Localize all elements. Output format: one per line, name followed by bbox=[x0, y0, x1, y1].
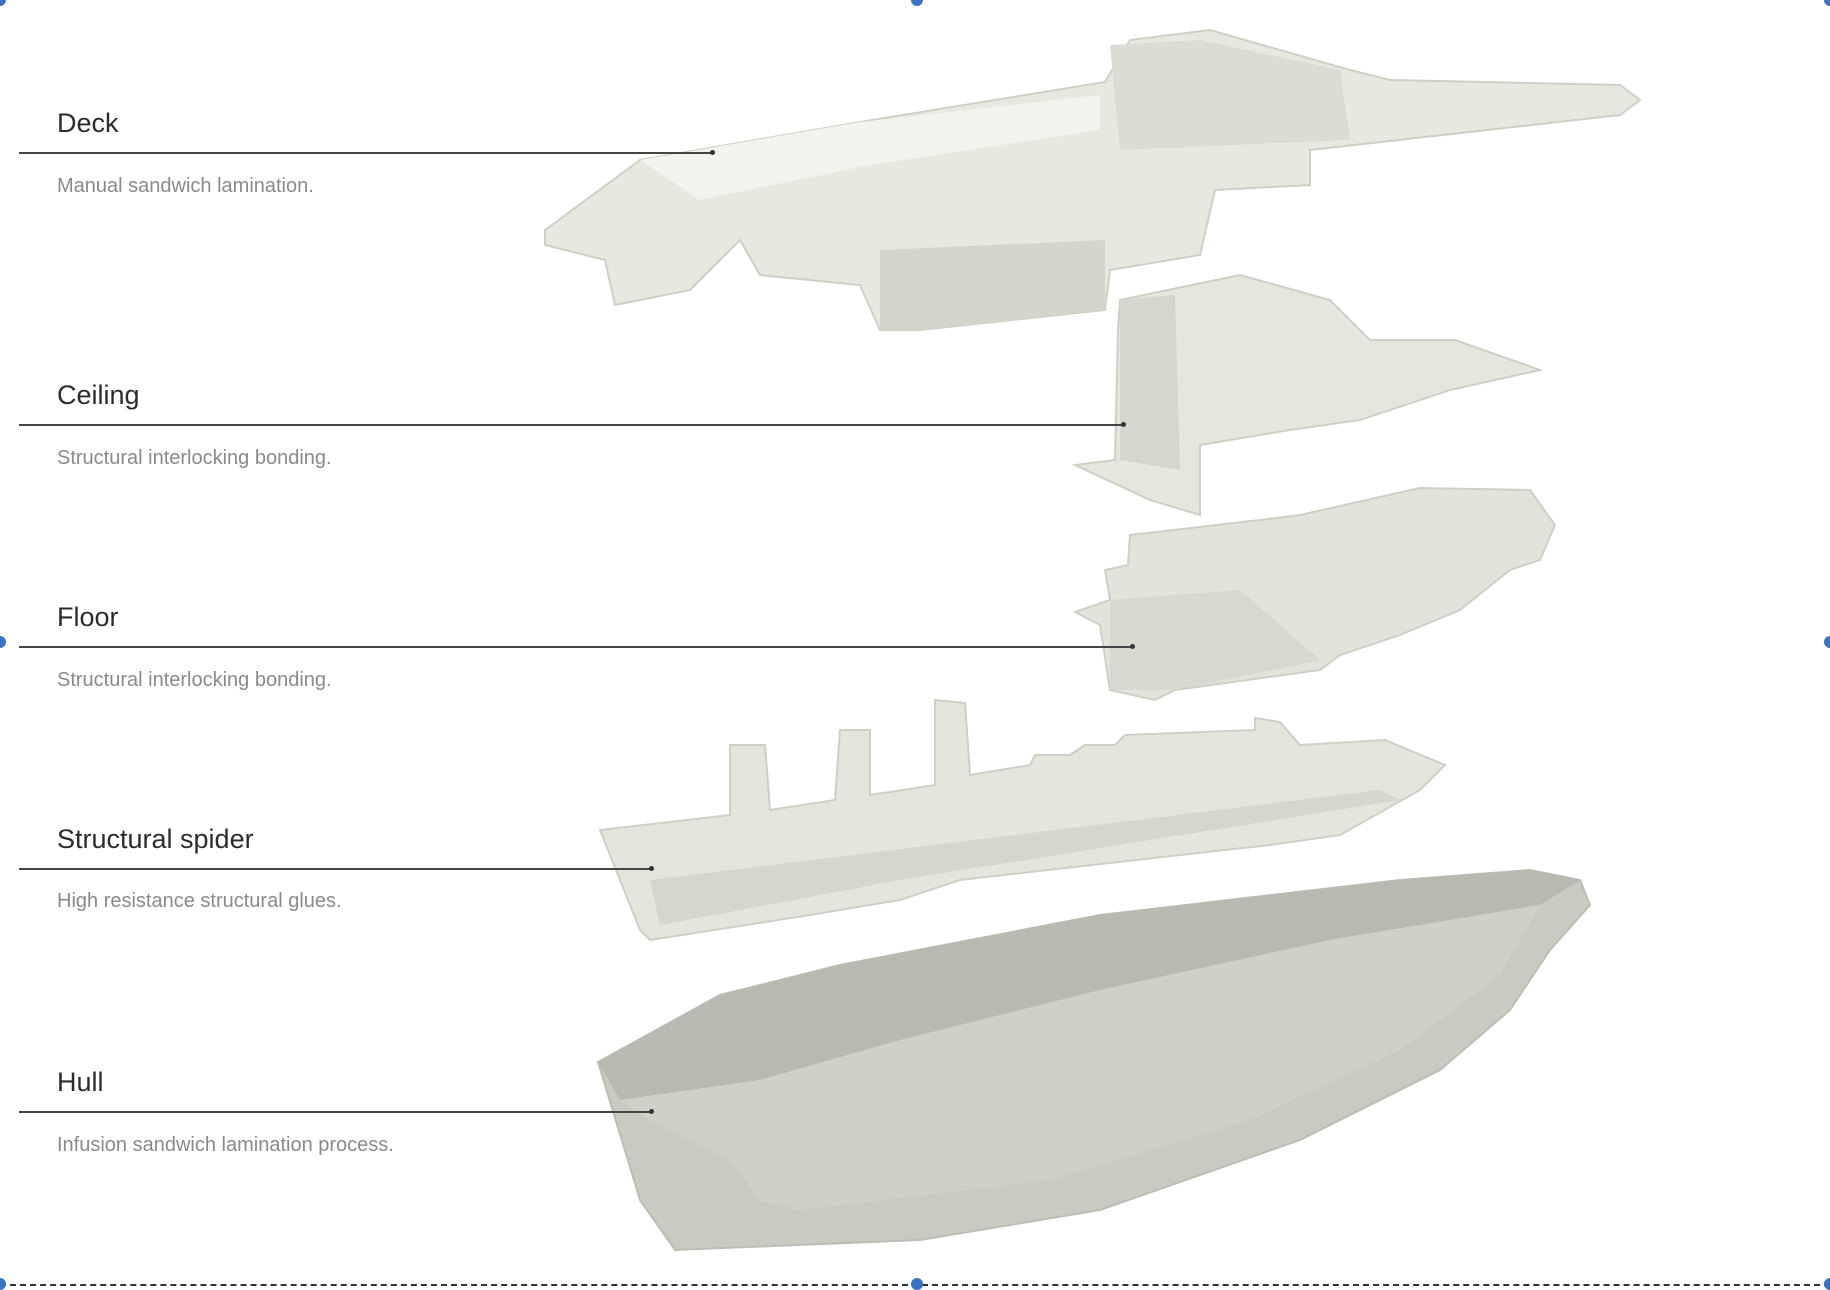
resize-handle-middle-left[interactable] bbox=[0, 636, 6, 648]
resize-handle-top-center[interactable] bbox=[911, 0, 923, 6]
leader-line bbox=[19, 644, 1135, 649]
component-title: Ceiling bbox=[57, 380, 140, 410]
resize-handle-top-left[interactable] bbox=[0, 0, 6, 6]
resize-handle-middle-right[interactable] bbox=[1824, 636, 1830, 648]
component-title: Structural spider bbox=[57, 824, 254, 854]
component-description: Infusion sandwich lamination process. bbox=[57, 1134, 394, 1156]
resize-handle-bottom-center[interactable] bbox=[911, 1278, 923, 1290]
floor-part bbox=[1072, 486, 1557, 702]
component-title: Hull bbox=[57, 1067, 104, 1097]
component-title: Floor bbox=[57, 602, 119, 632]
component-title: Deck bbox=[57, 108, 119, 138]
component-description: Structural interlocking bonding. bbox=[57, 447, 332, 469]
ceiling-part bbox=[1071, 273, 1544, 517]
resize-handle-top-right[interactable] bbox=[1824, 0, 1830, 6]
resize-handle-bottom-right[interactable] bbox=[1824, 1278, 1830, 1290]
leader-line bbox=[19, 150, 715, 155]
component-description: High resistance structural glues. bbox=[57, 890, 342, 912]
hull-part bbox=[596, 868, 1592, 1252]
component-description: Manual sandwich lamination. bbox=[57, 175, 314, 197]
leader-line bbox=[19, 422, 1126, 427]
leader-line bbox=[19, 866, 654, 871]
leader-line bbox=[19, 1109, 654, 1114]
resize-handle-bottom-left[interactable] bbox=[0, 1278, 6, 1290]
component-description: Structural interlocking bonding. bbox=[57, 669, 332, 691]
deck-part bbox=[544, 28, 1642, 331]
structural-spider-part bbox=[598, 698, 1447, 942]
